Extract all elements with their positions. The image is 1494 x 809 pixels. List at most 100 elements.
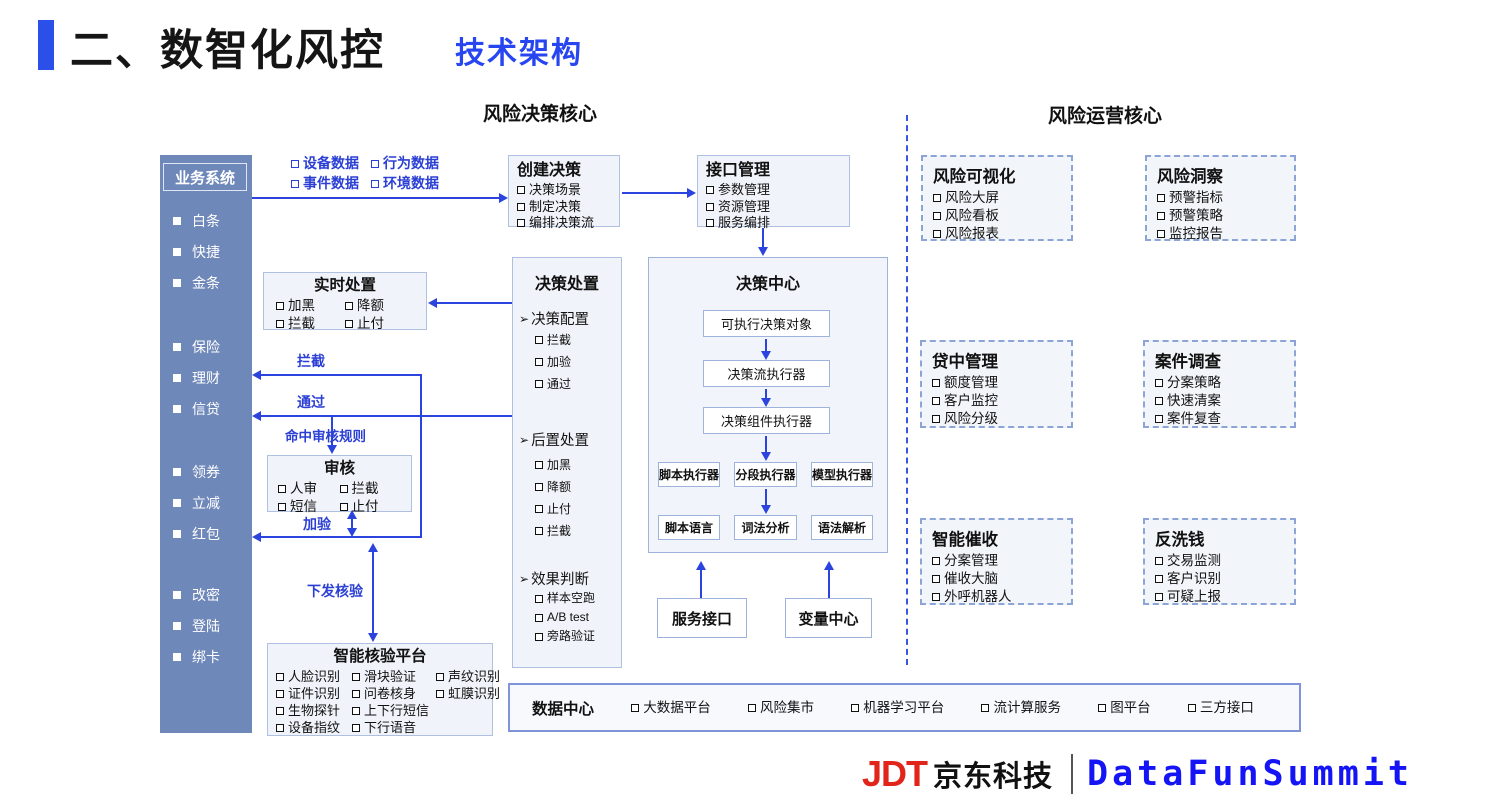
loan-mgmt-box: 贷中管理 额度管理 客户监控 风险分级 [920,340,1073,428]
sidebar-item: 白条 [160,205,252,236]
box-item: 客户识别 [1155,570,1284,588]
data-center-item: 三方接口 [1187,699,1254,717]
sidebar-item: 快捷 [160,236,252,267]
sidebar-group: 领券 立减 红包 [160,456,252,549]
verify-platform-box: 智能核验平台 人脸识别 滑块验证 声纹识别 证件识别 问卷核身 虹膜识别 生物探… [267,643,500,736]
checkbox-icon [371,179,379,188]
checkbox-icon [535,336,543,344]
box-item: 生物探针 [276,702,352,719]
sidebar-item: 登陆 [160,610,252,641]
box-item-label: 虹膜识别 [448,686,501,701]
box-item-label: 下行语音 [364,720,417,735]
connector-line [765,436,767,454]
data-center-bar: 数据中心 大数据平台 风险集市 机器学习平台 流计算服务 图平台 三方接口 [508,683,1301,732]
data-inputs: 设备数据 行为数据 事件数据 环境数据 [291,154,451,193]
checkbox-icon [631,703,640,712]
box-item-label: 资源管理 [718,198,771,214]
box-item-label: 止付 [547,502,572,516]
data-input-label: 事件数据 [303,175,359,191]
checkbox-icon [371,159,379,168]
data-input-label: 行为数据 [383,155,439,171]
service-interface-box: 服务接口 [657,598,747,638]
edge-label-intercept: 拦截 [297,353,325,369]
box-item-label: 风险看板 [945,208,999,223]
data-center-item: 流计算服务 [981,699,1061,717]
checkbox-icon [517,186,525,195]
box-item-label: 预警指标 [1169,190,1223,205]
sidebar-item-label: 改密 [192,586,220,603]
data-center-item-label: 流计算服务 [993,699,1061,715]
arrowhead-icon [368,633,378,642]
arrowhead-icon [687,188,696,198]
sidebar-item: 改密 [160,579,252,610]
box-item: 催收大脑 [932,570,1061,588]
checkbox-icon [276,320,284,328]
box-item: 交易监测 [1155,552,1284,570]
box-item-label: 证件识别 [288,686,341,701]
box-item: 客户监控 [932,392,1061,410]
datafunsummit-logo: DataFunSummit [1087,754,1413,794]
box-item-label: 案件复查 [1167,411,1221,426]
box-item-label: 通过 [547,377,572,391]
sidebar-item-label: 红包 [192,525,220,542]
sidebar-item: 理财 [160,362,252,393]
sidebar-title: 业务系统 [163,163,247,191]
checkbox-icon [276,672,284,681]
box-item-label: 分案策略 [1167,375,1221,390]
box-item: 上下行短信 [352,702,512,719]
sidebar-item: 立减 [160,487,252,518]
lang-node: 脚本语言 [658,515,720,540]
sidebar-item-label: 白条 [192,212,220,229]
box-title: 案件调查 [1155,353,1221,371]
data-input: 事件数据 [291,174,371,193]
box-item-label: 短信 [290,499,317,514]
data-input-label: 设备数据 [303,155,359,171]
box-title: 审核 [323,460,355,477]
checkbox-icon [352,672,360,681]
lang-node: 语法解析 [811,515,873,540]
checkbox-icon [1157,212,1165,220]
edge-label-add-verify: 加验 [303,516,331,532]
connector-line [252,197,502,199]
box-item-label: 催收大脑 [944,571,998,586]
square-bullet-icon [173,652,181,661]
checkbox-icon [981,703,990,712]
sidebar-item: 保险 [160,331,252,362]
box-item-label: 人脸识别 [288,669,341,684]
left-section-title: 风险决策核心 [483,104,598,125]
checkbox-icon [345,320,353,328]
checkbox-icon [1157,230,1165,238]
arrowhead-icon [252,532,261,542]
risk-insight-box: 风险洞察 预警指标 预警策略 监控报告 [1145,155,1296,241]
checkbox-icon [1187,703,1196,712]
connector-line [420,374,422,538]
checkbox-icon [345,302,353,310]
page-subtitle: 技术架构 [455,37,583,70]
box-item-label: 上下行短信 [364,703,430,718]
connector-line [765,339,767,353]
box-item-label: 拦截 [547,333,572,347]
box-item: 服务编排 [706,215,841,232]
sidebar-group: 白条 快捷 金条 [160,205,252,298]
arrow-bullet-icon: ➢ [519,432,530,447]
checkbox-icon [1155,379,1163,387]
section-label-text: 后置处置 [531,433,590,449]
sidebar-group: 改密 登陆 绑卡 [160,579,252,672]
variable-center-box: 变量中心 [785,598,872,638]
arrowhead-icon [368,543,378,552]
box-item: 降额 [535,476,621,498]
edge-label-hit-rule: 命中审核规则 [285,429,366,444]
box-item-label: 分案管理 [944,553,998,568]
box-title: 风险洞察 [1157,168,1223,186]
sidebar-item: 金条 [160,267,252,298]
box-item: 止付 [535,498,621,520]
arrowhead-icon [761,351,771,360]
jd-tech-logo-text: 京东科技 [933,761,1054,793]
checkbox-icon [932,397,940,405]
box-item-label: 拦截 [351,481,379,496]
box-item-label: 监控报告 [1169,226,1223,241]
flow-node: 可执行决策对象 [703,310,830,337]
checkbox-icon [352,689,360,698]
checkbox-icon [1155,397,1163,405]
